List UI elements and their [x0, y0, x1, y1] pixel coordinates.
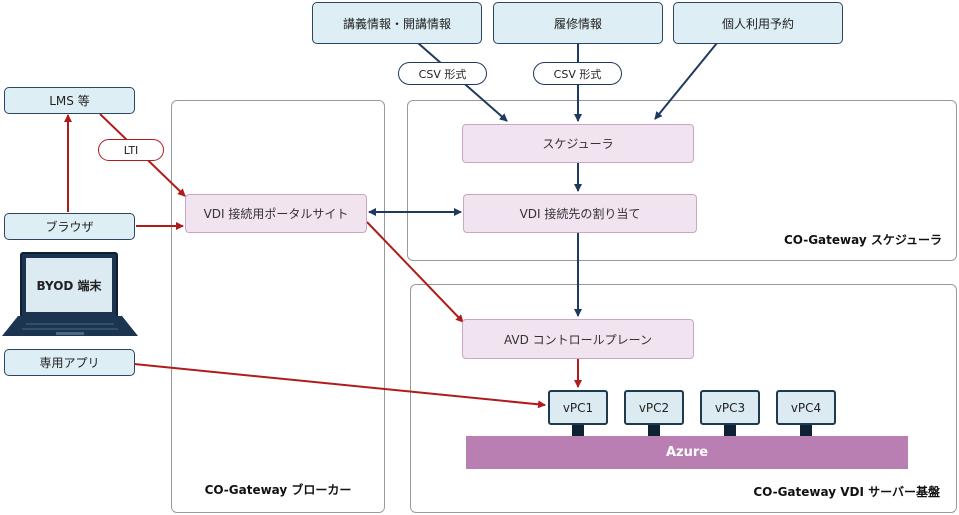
edge-portal-to-control	[366, 221, 464, 323]
vpc3-node: vPC3	[700, 390, 760, 425]
vpc2-stand	[648, 425, 660, 436]
vdi-label: CO-Gateway VDI サーバー基盤	[753, 485, 940, 499]
edge-app-to-vpc1	[133, 363, 546, 409]
personal-reservation-source: 個人利用予約	[673, 2, 843, 44]
laptop-base-icon	[2, 316, 138, 336]
enrollment-info-source: 履修情報	[493, 2, 663, 44]
broker-container: CO-Gateway ブローカー	[171, 100, 385, 513]
scheduler-label: CO-Gateway スケジューラ	[783, 233, 942, 247]
csv-format-pill-1: CSV 形式	[398, 62, 487, 85]
lti-pill: LTI	[98, 139, 164, 161]
broker-label: CO-Gateway ブローカー	[204, 483, 352, 497]
scheduler-node: スケジューラ	[462, 124, 694, 163]
vpc4-node: vPC4	[776, 390, 836, 425]
edge-reservation-to-scheduler	[654, 42, 718, 120]
avd-control-plane: AVD コントロールプレーン	[462, 319, 694, 359]
vpc2-node: vPC2	[624, 390, 684, 425]
byod-laptop-icon: BYOD 端末	[20, 252, 118, 318]
csv-format-pill-2: CSV 形式	[533, 62, 622, 85]
dedicated-app-node: 専用アプリ	[4, 349, 135, 376]
browser-node: ブラウザ	[4, 213, 135, 240]
vpc1-stand	[572, 425, 584, 436]
lms-node: LMS 等	[4, 87, 135, 114]
azure-platform-bar: Azure	[466, 436, 908, 469]
vdi-assignment-node: VDI 接続先の割り当て	[463, 194, 697, 233]
byod-device-label: BYOD 端末	[26, 258, 112, 312]
vpc3-stand	[724, 425, 736, 436]
course-info-source: 講義情報・開講情報	[312, 2, 482, 44]
vdi-portal-site: VDI 接続用ポータルサイト	[185, 194, 367, 233]
vpc1-node: vPC1	[548, 390, 608, 425]
vpc4-stand	[800, 425, 812, 436]
